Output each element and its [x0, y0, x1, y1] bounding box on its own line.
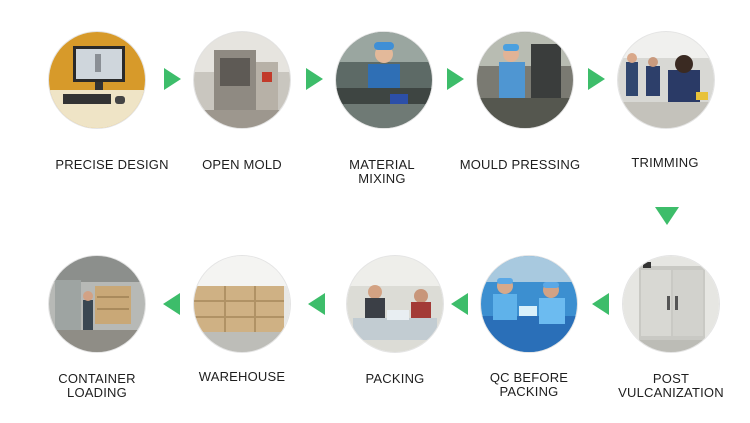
flow-arrow-right-icon: [306, 68, 323, 90]
material-mixing-photo: [336, 32, 432, 128]
trimming-photo: [618, 32, 714, 128]
step-label-precise-design: PRECISE DESIGN: [55, 157, 169, 172]
flow-arrow-left-icon: [308, 293, 325, 315]
step-label-warehouse: WAREHOUSE: [198, 369, 286, 384]
flow-arrow-right-icon: [447, 68, 464, 90]
step-label-packing: PACKING: [365, 371, 425, 386]
open-mold-photo: [194, 32, 290, 128]
flow-arrow-right-icon: [164, 68, 181, 90]
qc-before-packing-photo: [481, 256, 577, 352]
step-label-trimming: TRIMMING: [631, 155, 699, 170]
step-label-post-vulcanization: POST VULCANIZATION: [618, 371, 724, 400]
container-loading-photo: [49, 256, 145, 352]
flow-arrow-right-icon: [588, 68, 605, 90]
step-label-container-loading: CONTAINER LOADING: [58, 371, 136, 400]
precise-design-photo: [49, 32, 145, 128]
flow-arrow-down-icon: [655, 207, 679, 225]
mould-pressing-photo: [477, 32, 573, 128]
step-label-mould-pressing: MOULD PRESSING: [459, 157, 581, 172]
flow-arrow-left-icon: [163, 293, 180, 315]
step-label-open-mold: OPEN MOLD: [202, 157, 282, 172]
flow-arrow-left-icon: [592, 293, 609, 315]
flow-arrow-left-icon: [451, 293, 468, 315]
warehouse-photo: [194, 256, 290, 352]
step-label-material-mixing: MATERIAL MIXING: [349, 157, 415, 186]
packing-photo: [347, 256, 443, 352]
step-label-qc-before-packing: QC BEFORE PACKING: [489, 370, 569, 399]
post-vulcanization-photo: [623, 256, 719, 352]
